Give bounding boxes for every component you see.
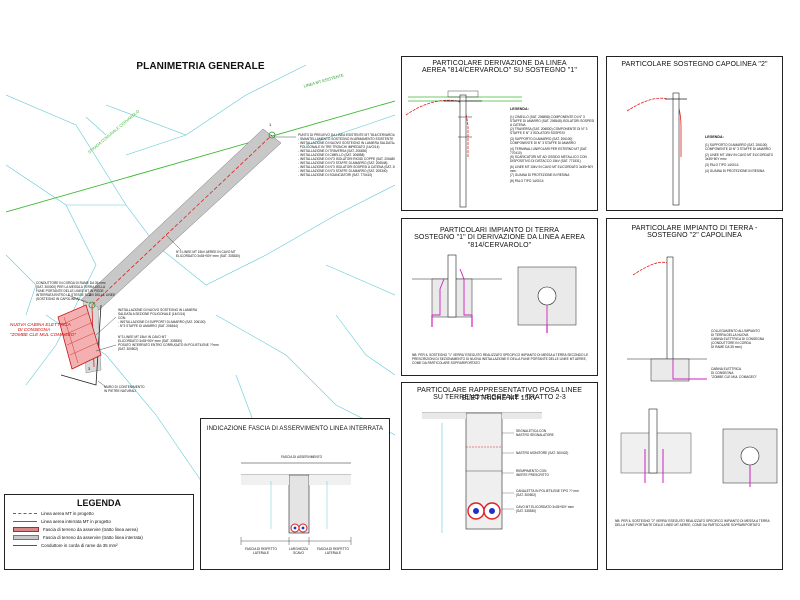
end-pole-legend-item: (2) LINEE MT 15kV IN CAVO MT ELICORDATO …: [705, 153, 774, 161]
cable-note: N°3 LINEE MT 15kV AEREE IN CAVO MT ELICO…: [176, 250, 240, 258]
end-pole-panel: PARTICOLARE SOSTEGNO CAPOLINEA "2" LEGEN…: [606, 56, 783, 211]
new-cabin-hatch: [57, 304, 102, 370]
underground-note: N°3 LINEE MT 15kV IN CAVO MT ELICORDATO …: [118, 335, 219, 351]
cable-laying-label: CAVO MT ELICORDATO 3x35+50Y mm² (SAT. 33…: [516, 505, 575, 513]
earthing1-title-1: PARTICOLARI IMPIANTO DI TERRA: [439, 227, 560, 234]
legend-item: Linea aerea MT in progetto: [13, 511, 94, 517]
retaining-wall-note: MURO DI CONTENIMENTO IN PIETRE NATURALI: [104, 385, 145, 393]
new-cabin-note: NUOVA CABINA ELETTRICA DI CONSEGNA "ZOMB…: [10, 322, 76, 337]
legend-item: Conduttore in corda di rame da 35 mm²: [13, 543, 118, 549]
existing-mt-line: [6, 100, 395, 213]
cable-laying-label: RIEMPIMENTO CON INERTE PRESCRITTO: [516, 469, 550, 477]
earthing1-title-2: SOSTEGNO "1" DI DERIVAZIONE DA LINEA AER…: [414, 234, 585, 249]
project-mt-line: [91, 134, 273, 306]
derivation-legend-item: (3) SUPPORTO DI AMARRO (SAT. 206100) COM…: [510, 137, 576, 145]
derivation-legend-item: (7) GUAINA DI PROTEZIONE IN RESINA: [510, 173, 570, 177]
earthing2-note: NB: PER IL SOSTEGNO "2" VERRA' ESEGUITO …: [615, 519, 770, 527]
end-pole-note: INSTALLAZIONE DI NUOVO SOSTEGNO IN LAMIE…: [118, 308, 206, 328]
derivation-note: PUNTO DI PRELIEVO DA LINEA ESISTENTE MT …: [298, 133, 395, 177]
legend-item: Fascia di terreno da asservire (tratto l…: [13, 535, 143, 541]
earthing2-cabin-label: CABINA ELETTRICA DI CONSEGNA "ZOMBE CLE …: [711, 367, 757, 379]
derivation-legend-item: (6) LINEE MT 15kV IN CAVO MT ELICORDATO …: [510, 165, 594, 173]
easement-mid-label: LARGHEZZA SCAVO: [289, 547, 309, 555]
conductor-note: CONDUTTORE IN CORDA DI RAME DA 35 mm² (S…: [36, 281, 115, 301]
earthing-pole1-panel: PARTICOLARI IMPIANTO DI TERRA SOSTEGNO "…: [401, 218, 598, 376]
easement-right-label: FASCIA DI RISPETTO LATERALE: [317, 547, 349, 555]
legend-title: LEGENDA: [76, 498, 121, 508]
derivation-title-2: AEREA "814/CERVAROLO" SU SOSTEGNO "1": [422, 67, 577, 74]
end-pole-legend-item: (3) PALO TIPO 14/G/14: [705, 163, 739, 167]
derivation-panel: PARTICOLARE DERIVAZIONE DA LINEA AEREA "…: [401, 56, 598, 211]
cable-laying-label: SEGNALETICA CON NASTRO SEGNALATORE: [516, 429, 554, 437]
legend-item: Fascia di terreno da asservire (tratto l…: [13, 527, 138, 533]
end-pole-legend-item: (1) SUPPORTO DI AMARRO (SAT. 206100) COM…: [705, 143, 771, 151]
easement-top-label: FASCIA DI ASSERVIMENTO: [281, 455, 323, 459]
planimetry-map: [6, 64, 395, 488]
point-3-label: 3: [88, 366, 91, 371]
end-pole-legend-item: (4) GUAINA DI PROTEZIONE IN RESINA: [705, 169, 765, 173]
earthing2-title-2: SOSTEGNO "2" CAPOLINEA: [647, 232, 742, 239]
derivation-legend-item: (5) SCARICATORI MT AD OSSIDO METALLICO C…: [510, 155, 587, 163]
derivation-legend-item: (4) TERMINALI UNIPOLARI PER ESTERNO MT (…: [510, 147, 588, 155]
earthing2-side-note: COLLEGAMENTO ALL'IMPIANTO DI TERRA DELLA…: [711, 329, 765, 349]
cable-laying-label: CANALETTA IN POLIETILENE TIPO ?? mm (SAT…: [516, 489, 579, 497]
earthing2-title-1: PARTICOLARE IMPIANTO DI TERRA -: [631, 225, 758, 232]
legend-item: Linea aerea interrata MT in progetto: [13, 519, 111, 525]
derivation-title-1: PARTICOLARE DERIVAZIONE DA LINEA: [432, 60, 567, 67]
derivation-legend-item: (8) PALO TIPO 14/G/14: [510, 179, 544, 183]
derivation-legend-item: (2) TRAVERSA (SAT. 206830) COMPONENTE DI…: [510, 127, 588, 135]
planimetry-title: PLANIMETRIA GENERALE: [136, 61, 265, 72]
cable-laying-label: NASTRO MONITORE (SAT. 300402): [516, 451, 569, 455]
derivation-legend-item: (1) CIMELLO (SAT. 206858) COMPONENTE DI …: [510, 115, 595, 127]
derivation-legend-title: LEGENDA:: [510, 107, 529, 111]
point-2-label: 2: [89, 292, 92, 297]
planimetry-panel: PLANIMETRIA GENERALE LINEA MT ESISTENTE …: [6, 55, 395, 488]
cable-laying-title-2: SU TERRENO VEGETALE - TRATTO 2-3: [433, 394, 566, 401]
point-1-label: 1: [269, 122, 272, 127]
easement-title: INDICAZIONE FASCIA DI ASSERVIMENTO LINEA…: [206, 426, 384, 432]
cable-laying-panel: PARTICOLARE RAPPRESENTATIVO POSA LINEE E…: [401, 382, 598, 570]
end-pole-legend-title: LEGENDA:: [705, 135, 724, 139]
easement-left-label: FASCIA DI RISPETTO LATERALE: [245, 547, 277, 555]
easement-panel: INDICAZIONE FASCIA DI ASSERVIMENTO LINEA…: [200, 418, 390, 570]
cadastral-lines: [6, 64, 395, 488]
earthing1-note: NB: PER IL SOSTEGNO "1" VERRA' ESEGUITO …: [412, 353, 589, 365]
cable-laying-title-1: PARTICOLARE RAPPRESENTATIVO POSA LINEE E…: [416, 387, 583, 402]
end-pole-title: PARTICOLARE SOSTEGNO CAPOLINEA "2": [621, 61, 768, 68]
legend-panel: LEGENDA Linea aerea MT in progetto Linea…: [4, 494, 194, 570]
earthing-pole2-panel: PARTICOLARE IMPIANTO DI TERRA - SOSTEGNO…: [606, 218, 783, 570]
